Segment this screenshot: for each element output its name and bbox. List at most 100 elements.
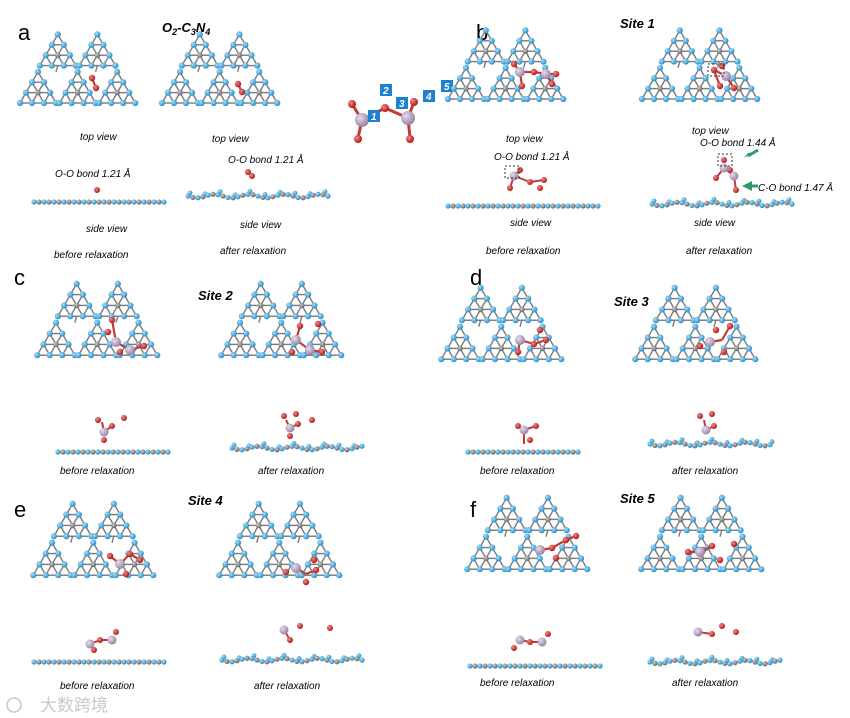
nitrogen-atom (651, 198, 657, 204)
nitrogen-atom (265, 341, 272, 348)
nitrogen-atom (712, 527, 719, 534)
nitrogen-atom (712, 284, 719, 291)
oxygen-atom (527, 179, 533, 185)
nitrogen-atom (726, 200, 732, 205)
nitrogen-atom (164, 89, 172, 96)
metal-atom (285, 423, 295, 433)
panel-c-top-view-after-lattice (218, 280, 345, 359)
svg-text:5: 5 (444, 82, 450, 93)
carbon-atom (240, 192, 246, 198)
nitrogen-atom (110, 500, 117, 507)
carbon-atom (76, 199, 82, 205)
oxygen-atom (733, 187, 739, 193)
panel-b-side-view-label-left: side view (510, 218, 552, 229)
nitrogen-atom (62, 89, 69, 96)
carbon-atom (224, 658, 230, 665)
oxygen-atom (514, 348, 522, 356)
nitrogen-atom (239, 447, 245, 453)
oxygen-atom (106, 552, 114, 560)
nitrogen-atom (59, 330, 66, 337)
oxygen-atom (97, 637, 103, 643)
nitrogen-atom (535, 203, 541, 209)
metal-atom (535, 545, 545, 555)
nitrogen-atom (46, 330, 53, 337)
nitrogen-atom (669, 200, 675, 206)
nitrogen-atom (95, 449, 101, 455)
nitrogen-atom (131, 659, 137, 665)
panel-c-side-view-before (55, 415, 171, 455)
nitrogen-atom (665, 295, 672, 302)
carbon-atom (156, 199, 162, 205)
nitrogen-atom (488, 37, 495, 44)
oxygen-atom (113, 629, 119, 635)
carbon-atom (297, 522, 303, 529)
bond (258, 316, 262, 323)
carbon-atom (520, 203, 526, 209)
nitrogen-atom (36, 561, 43, 568)
nitrogen-atom (709, 436, 715, 442)
metal-atom (541, 69, 551, 79)
nitrogen-atom (575, 203, 581, 209)
oxygen-atom (302, 578, 310, 586)
nitrogen-atom (733, 566, 740, 573)
carbon-atom (460, 203, 466, 209)
nitrogen-atom (739, 356, 746, 363)
panel-a-side-view-after (185, 169, 331, 201)
watermark-text: 大数跨境 (40, 696, 108, 715)
oxygen-atom (310, 556, 318, 564)
nitrogen-atom (458, 317, 465, 324)
nitrogen-atom (525, 203, 531, 209)
oxygen-atom (354, 135, 362, 143)
nitrogen-atom (450, 334, 457, 341)
nitrogen-atom (317, 313, 324, 320)
oxygen-atom (518, 82, 526, 90)
nitrogen-atom (727, 443, 733, 449)
nitrogen-atom (525, 317, 532, 324)
nitrogen-atom (42, 572, 49, 579)
carbon-atom (472, 663, 478, 669)
nitrogen-atom (204, 89, 211, 96)
bond (483, 61, 487, 69)
panel-a-after-label: after relaxation (220, 246, 287, 257)
nitrogen-atom (491, 356, 499, 363)
nitrogen-atom (329, 561, 337, 568)
nitrogen-atom (754, 656, 760, 662)
nitrogen-atom (143, 561, 151, 568)
site-badge-5: 5 (441, 80, 453, 93)
nitrogen-atom (575, 449, 581, 455)
bond (519, 320, 523, 327)
oxygen-atom (282, 568, 290, 576)
oxygen-atom (109, 423, 115, 429)
oxygen-atom (709, 411, 715, 417)
nitrogen-atom (718, 95, 725, 103)
nitrogen-atom (129, 330, 136, 337)
nitrogen-atom (133, 313, 140, 320)
carbon-atom (314, 655, 320, 661)
nitrogen-atom (745, 544, 752, 551)
panel-e-top-view-before-lattice (30, 500, 157, 579)
nitrogen-atom (291, 440, 297, 446)
oxygen-atom (716, 556, 724, 564)
nitrogen-atom (289, 657, 295, 663)
nitrogen-atom (515, 203, 521, 209)
nitrogen-atom (511, 555, 518, 562)
nitrogen-atom (512, 317, 519, 324)
nitrogen-atom (336, 442, 342, 448)
svg-text:3: 3 (399, 99, 405, 110)
panel-c-after-label: after relaxation (258, 466, 325, 477)
site-badge-2: 2 (380, 84, 392, 97)
oxygen-atom (719, 623, 725, 629)
nitrogen-atom (92, 533, 99, 540)
carbon-atom (539, 345, 546, 352)
nitrogen-atom (217, 189, 223, 195)
nitrogen-atom (671, 284, 678, 291)
bond (678, 530, 682, 537)
bond (74, 316, 78, 323)
panel-label-d: d (470, 265, 482, 290)
panel-f-side-view-after (647, 623, 783, 667)
nitrogen-atom (683, 527, 690, 534)
nitrogen-atom (338, 352, 345, 359)
oxygen-atom (530, 68, 538, 76)
nitrogen-atom (563, 527, 570, 534)
nitrogen-atom (530, 544, 537, 551)
